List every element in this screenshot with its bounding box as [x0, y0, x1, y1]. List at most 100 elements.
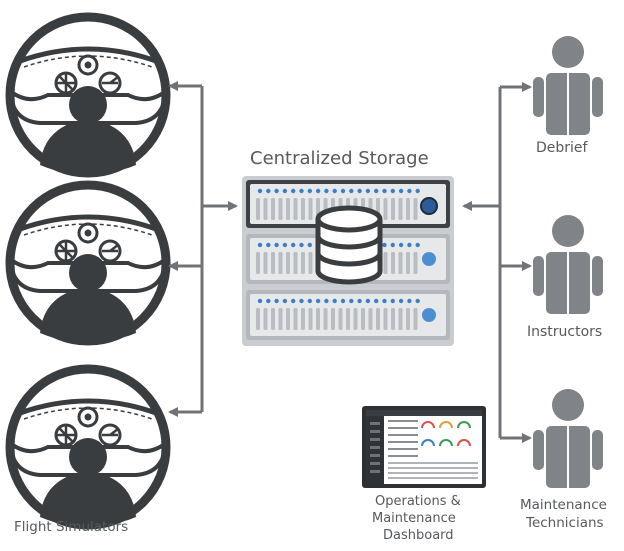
server-led — [291, 298, 296, 304]
database-icon — [315, 205, 383, 285]
dash-text-row — [388, 420, 418, 422]
drive-slot — [323, 308, 328, 330]
server-led — [274, 298, 279, 304]
server-led — [415, 242, 420, 248]
drive-slot — [278, 252, 283, 274]
drive-slot — [391, 308, 395, 330]
drive-slot — [308, 252, 313, 274]
dashboard-label-line1: Operations & — [375, 494, 461, 509]
drive-slot — [383, 252, 388, 274]
flight-simulator-icon-2 — [10, 185, 166, 343]
server-led — [407, 298, 412, 304]
dash-text-row — [388, 427, 418, 429]
role-label-instructors: Instructors — [527, 324, 603, 340]
drive-slot — [263, 252, 268, 274]
person-icon-debrief — [532, 35, 604, 136]
flight-simulator-icon-1 — [10, 17, 166, 175]
role-label-technicians: Technicians — [526, 515, 604, 531]
drive-slot — [256, 198, 260, 220]
dash-text-row — [388, 434, 418, 436]
server-led — [390, 242, 395, 248]
server-led — [349, 298, 354, 304]
server-led — [282, 242, 288, 248]
server-led — [266, 242, 271, 248]
dash-gauge — [439, 421, 453, 429]
server-led — [390, 188, 395, 194]
server-rack-icon — [242, 176, 454, 346]
dash-gauge — [457, 421, 471, 429]
server-led — [324, 188, 329, 194]
server-led — [374, 188, 379, 194]
server-led — [398, 188, 404, 194]
drive-slot — [368, 308, 373, 330]
dash-gauge — [421, 439, 435, 447]
server-led — [340, 298, 346, 304]
person-icon-instructors — [532, 214, 604, 315]
server-led — [398, 298, 404, 304]
dash-nav-item — [370, 470, 380, 473]
server-led — [398, 242, 404, 248]
drive-slot — [413, 252, 418, 274]
server-led — [291, 188, 296, 194]
drive-slot — [263, 308, 268, 330]
server-led — [357, 188, 362, 194]
drive-slot — [383, 308, 388, 330]
drive-slot — [271, 308, 275, 330]
dash-nav-item — [370, 454, 380, 457]
drive-slot — [406, 252, 410, 274]
drive-slot — [406, 198, 410, 220]
server-led — [266, 298, 271, 304]
drive-slot — [391, 198, 395, 220]
person-icon-maintenance — [532, 388, 604, 489]
server-unit-3 — [246, 290, 450, 340]
drive-slot — [361, 308, 365, 330]
dash-text-row — [388, 441, 418, 443]
right-connector — [462, 82, 532, 443]
server-led — [365, 188, 371, 194]
server-led — [307, 298, 312, 304]
drive-slot — [376, 308, 380, 330]
dash-gauge — [457, 439, 471, 447]
server-led — [315, 298, 321, 304]
dash-nav-item — [370, 438, 380, 441]
dashboard-monitor-icon — [362, 406, 486, 488]
server-led — [365, 298, 371, 304]
server-led — [307, 188, 312, 194]
server-led — [274, 242, 279, 248]
server-led — [299, 188, 304, 194]
server-led — [257, 298, 263, 304]
server-led — [390, 298, 395, 304]
server-led — [332, 298, 337, 304]
role-label-debrief: Debrief — [536, 140, 588, 156]
drive-slot — [286, 308, 290, 330]
server-led — [382, 298, 387, 304]
server-led — [282, 188, 288, 194]
dashboard-label-line2: Maintenance — [372, 511, 456, 526]
drive-slot — [346, 308, 350, 330]
server-led — [291, 242, 296, 248]
drive-slot — [406, 308, 410, 330]
drive-slot — [293, 252, 298, 274]
left-connector — [168, 81, 238, 417]
dash-nav-item — [370, 446, 380, 449]
server-led — [274, 188, 279, 194]
drive-slot — [391, 252, 395, 274]
server-led — [257, 242, 263, 248]
drive-slot — [383, 198, 388, 220]
drive-slot — [308, 198, 313, 220]
server-led — [357, 298, 362, 304]
server-led — [266, 188, 271, 194]
server-led — [299, 242, 304, 248]
role-label-maintenance: Maintenance — [520, 497, 607, 513]
drive-slot — [263, 198, 268, 220]
dash-text-row — [388, 477, 478, 479]
server-led — [415, 298, 420, 304]
server-led — [382, 188, 387, 194]
drive-slot — [286, 252, 290, 274]
drive-slot — [301, 252, 305, 274]
dash-nav-item — [370, 430, 380, 433]
server-led — [340, 188, 346, 194]
drive-slot — [286, 198, 290, 220]
drive-slot — [331, 308, 335, 330]
